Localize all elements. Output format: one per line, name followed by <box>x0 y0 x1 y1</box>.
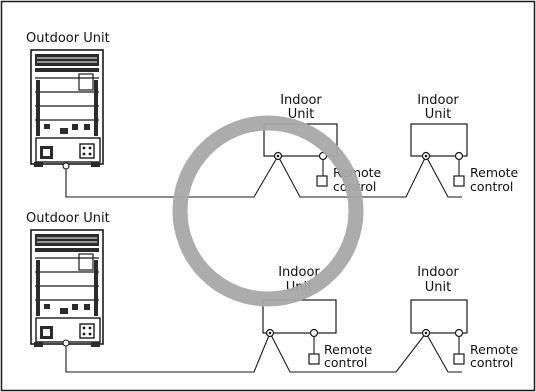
indoor-unit-label-line1: Indoor <box>417 93 459 108</box>
indoor-unit-label-line1: Indoor <box>280 93 322 108</box>
remote-control-label-line1: Remote <box>470 165 519 180</box>
remote-control-label-line1: Remote <box>470 342 519 357</box>
indoor-unit-2: Indoor Unit Remote control <box>410 93 519 194</box>
indoor-unit-label-line2: Unit <box>288 107 314 122</box>
outdoor-unit-label: Outdoor Unit <box>26 211 110 226</box>
indoor-unit-label-line1: Indoor <box>417 265 459 280</box>
wiring-lines <box>62 154 462 198</box>
indoor-unit-label-line2: Unit <box>425 107 451 122</box>
remote-control-label-line2: control <box>470 179 513 194</box>
indoor-unit-4: Indoor Unit Remote control <box>410 265 519 370</box>
indoor-unit-box <box>410 123 468 157</box>
remote-control-label-line1: Remote <box>324 342 373 357</box>
remote-control-icon <box>453 353 465 365</box>
remote-control-icon <box>453 175 465 187</box>
indoor-unit-label-line2: Unit <box>425 280 451 295</box>
outdoor-unit-label: Outdoor Unit <box>26 31 110 46</box>
indoor-unit-box <box>410 299 468 334</box>
wiring-lines <box>62 331 462 373</box>
outdoor-unit-icon <box>30 49 104 167</box>
top-system: Outdoor Unit <box>26 31 519 198</box>
remote-control-label-line2: control <box>324 355 367 370</box>
indoor-unit-3: Indoor Unit Remote control <box>262 265 373 370</box>
remote-control-icon <box>308 353 320 365</box>
indoor-unit-label-line1: Indoor <box>278 265 320 280</box>
outdoor-unit-icon <box>30 229 104 347</box>
bottom-system: Outdoor Unit <box>26 211 519 373</box>
remote-control-label-line2: control <box>470 355 513 370</box>
circle-correct-icon <box>172 115 364 307</box>
remote-control-icon <box>316 175 328 187</box>
